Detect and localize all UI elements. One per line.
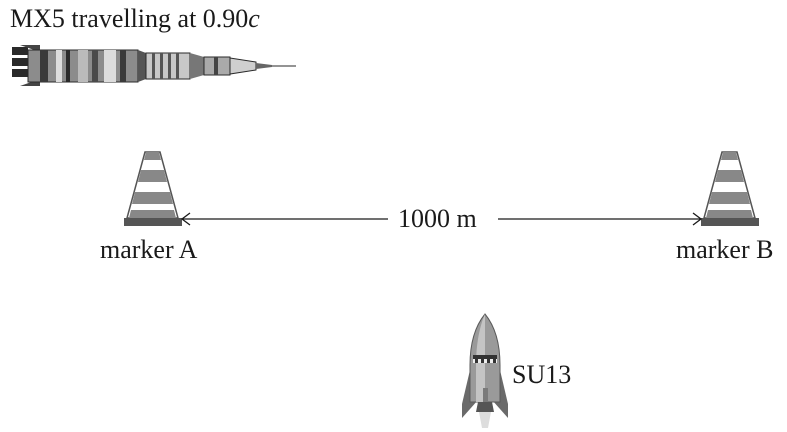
marker-b-cone-icon (701, 151, 759, 226)
marker-b-label: marker B (676, 235, 774, 264)
mx5-caption-italic: c (248, 4, 260, 33)
mx5-caption: MX5 travelling at 0.90c (10, 4, 260, 33)
marker-a-label: marker A (100, 235, 198, 264)
su13-label: SU13 (512, 360, 572, 389)
marker-a-cone-icon (124, 151, 182, 226)
distance-arrow (180, 212, 703, 226)
distance-label: 1000 m (398, 204, 477, 233)
su13-rocket-icon (462, 313, 508, 428)
mx5-rocket-icon (12, 45, 296, 86)
